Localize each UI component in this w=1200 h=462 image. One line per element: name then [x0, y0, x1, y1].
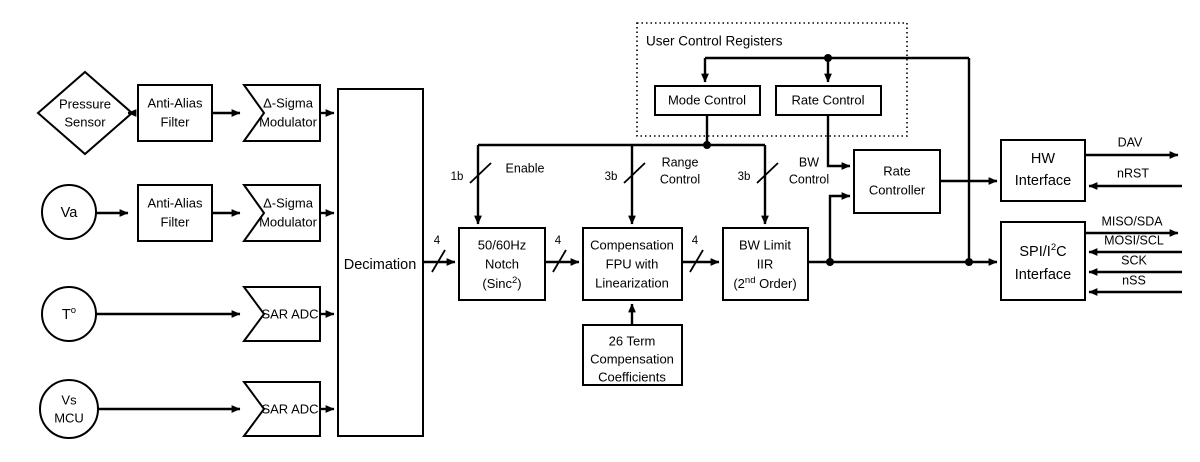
compensation-coefficients-label-line2: Compensation	[590, 351, 674, 366]
bus-slash-notch-out	[552, 249, 567, 273]
bw-control-label-line1: BW	[799, 155, 819, 169]
bw-limit-iir-block	[722, 227, 809, 301]
delta-sigma-modulator-2-block	[242, 184, 321, 242]
anti-alias-filter-2-block	[137, 184, 213, 242]
pressure-sensor-label-line1: Pressure	[59, 96, 111, 111]
junction-dot-spi-input	[965, 258, 973, 266]
junction-dot-top-bus	[824, 54, 832, 62]
notch-filter-label-line2: Notch	[485, 256, 519, 271]
anti-alias-filter-1-label-line1: Anti-Alias	[148, 95, 203, 110]
user-control-registers-group	[636, 22, 908, 137]
decimation-label: Decimation	[344, 257, 417, 273]
rate-control-label: Rate Control	[792, 92, 865, 107]
anti-alias-filter-2-label-line1: Anti-Alias	[148, 195, 203, 210]
va-source-label: Va	[61, 205, 79, 221]
rate-controller-label-line2: Controller	[869, 182, 926, 197]
bus-slash-enable	[469, 162, 492, 184]
wire-bwlimit-to-rate-controller	[828, 192, 851, 262]
anti-alias-filter-1-block	[137, 84, 213, 142]
temperature-source-label: To	[62, 305, 76, 323]
bus-slash-bw-control	[756, 162, 779, 184]
io-label-sck: SCK	[1121, 253, 1147, 267]
spi-i2c-interface-label-line2: Interface	[1015, 267, 1071, 283]
bus-slash-decimation-out	[431, 249, 446, 273]
junction-dot-control-bus	[703, 141, 711, 149]
pressure-sensor-label-line2: Sensor	[64, 114, 106, 129]
compensation-fpu-label-line3: Linearization	[595, 275, 669, 290]
io-label-mosi-scl: MOSI/SCL	[1104, 233, 1164, 247]
bw-limit-iir-label-line1: BW Limit	[739, 237, 791, 252]
compensation-coefficients-label-line1: 26 Term	[609, 333, 656, 348]
bus-width-notch-out: 4	[555, 235, 562, 247]
hw-interface-block	[1000, 139, 1086, 202]
user-control-registers-label: User Control Registers	[646, 34, 783, 49]
rate-controller-block	[853, 149, 941, 214]
vs-mcu-label-line2: MCU	[54, 410, 84, 425]
vs-mcu-label-line1: Vs	[61, 392, 77, 407]
mode-control-label: Mode Control	[668, 92, 746, 107]
enable-signal-label: Enable	[506, 161, 545, 175]
anti-alias-filter-2-label-line2: Filter	[161, 214, 191, 229]
spi-i2c-interface-block	[1000, 221, 1086, 301]
compensation-fpu-block	[582, 227, 683, 301]
bus-width-fpu-out: 4	[692, 235, 699, 247]
rate-controller-label-line1: Rate	[883, 163, 910, 178]
hw-interface-label-line2: Interface	[1015, 173, 1071, 189]
io-label-miso-sda: MISO/SDA	[1101, 214, 1163, 228]
range-control-label-line1: Range	[662, 155, 699, 169]
compensation-fpu-label-line2: FPU with	[606, 256, 659, 271]
range-control-bit-width-label: 3b	[605, 171, 618, 183]
notch-filter-block	[458, 227, 546, 301]
delta-sigma-modulator-1-label-line2: Modulator	[259, 114, 317, 129]
compensation-fpu-label-line1: Compensation	[590, 237, 674, 252]
bus-slash-range-control	[623, 162, 646, 184]
io-label-nrst: nRST	[1117, 166, 1149, 180]
bus-width-decimation-out: 4	[434, 235, 441, 247]
pressure-sensor-shape	[36, 70, 134, 156]
enable-bit-width-label: 1b	[451, 171, 464, 183]
sar-adc-2-block	[242, 381, 321, 437]
notch-filter-label-line1: 50/60Hz	[478, 237, 526, 252]
bus-slash-fpu-out	[689, 249, 704, 273]
io-label-dav: DAV	[1118, 135, 1143, 149]
notch-filter-label-line3: (Sinc2)	[482, 275, 521, 292]
hw-interface-label-line1: HW	[1031, 151, 1055, 167]
sar-adc-2-label: SAR ADC	[261, 401, 318, 416]
bw-limit-iir-label-line2: IIR	[757, 256, 774, 271]
io-label-nss: nSS	[1122, 273, 1146, 287]
compensation-coefficients-block	[582, 324, 683, 386]
anti-alias-filter-1-label-line2: Filter	[161, 114, 191, 129]
range-control-label-line2: Control	[660, 172, 700, 186]
delta-sigma-modulator-2-label-line1: Δ-Sigma	[263, 195, 314, 210]
sar-adc-1-block	[242, 286, 321, 342]
compensation-coefficients-label-line3: Coefficients	[598, 369, 666, 384]
wire-rate-control-to-rate-controller	[826, 115, 851, 170]
delta-sigma-modulator-1-label-line1: Δ-Sigma	[263, 95, 314, 110]
decimation-block	[337, 88, 424, 437]
vs-mcu-source-shape	[39, 379, 99, 439]
bw-control-label-line2: Control	[789, 172, 829, 186]
spi-i2c-interface-label-line1: SPI/I2C	[1019, 242, 1066, 260]
delta-sigma-modulator-2-label-line2: Modulator	[259, 214, 317, 229]
delta-sigma-modulator-1-block	[242, 84, 321, 142]
bw-control-bit-width-label: 3b	[738, 171, 751, 183]
bw-limit-iir-label-line3: (2nd Order)	[733, 275, 796, 292]
sar-adc-1-label: SAR ADC	[261, 306, 318, 321]
